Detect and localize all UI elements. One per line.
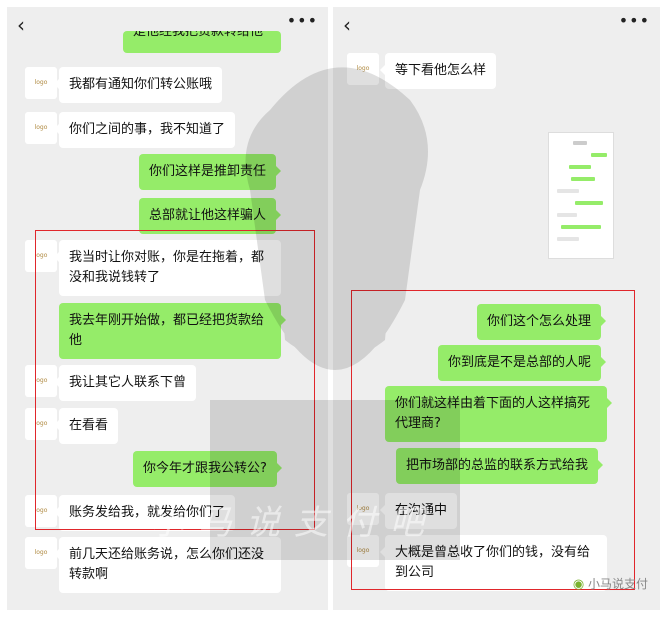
more-options-icon[interactable]: ••• <box>618 11 650 30</box>
chat-panel-right: ‹ ••• logo 等下看他怎么样 你们这个怎么处理 你到底是不是总部的人呢 … <box>333 7 660 610</box>
avatar[interactable]: logo <box>25 240 57 272</box>
wechat-icon: ◉ <box>572 577 585 592</box>
chat-header: ‹ ••• <box>333 7 660 45</box>
avatar[interactable]: logo <box>25 67 57 99</box>
message-bubble-incoming[interactable]: 前几天还给账务说，怎么你们还没转款啊 <box>54 537 281 593</box>
message-bubble-outgoing[interactable]: 总部就让他这样骗人 <box>139 198 282 234</box>
avatar[interactable]: logo <box>25 112 57 144</box>
message-bubble-incoming[interactable]: 大概是曾总收了你们的钱，没有给到公司 <box>380 535 607 591</box>
message-bubble-outgoing[interactable]: 你们这样是推卸责任 <box>139 154 282 190</box>
message-bubble-incoming[interactable]: 我都有通知你们转公账哦 <box>53 67 223 103</box>
message-bubble-outgoing[interactable]: 把市场部的总监的联系方式给我 <box>396 448 604 484</box>
avatar[interactable]: logo <box>25 495 57 527</box>
message-bubble-incoming[interactable]: 我当时让你对账，你是在拖着，都没和我说钱转了 <box>54 240 281 296</box>
image-thumbnail[interactable] <box>548 132 614 259</box>
avatar[interactable]: logo <box>25 537 57 569</box>
avatar[interactable]: logo <box>347 53 379 85</box>
brand-watermark: ◉ 小马说支付 <box>572 577 648 592</box>
back-icon[interactable]: ‹ <box>343 13 351 37</box>
message-bubble-outgoing[interactable]: 你们这个怎么处理 <box>477 304 607 340</box>
message-bubble-outgoing[interactable]: 你到底是不是总部的人呢 <box>438 345 607 381</box>
back-icon[interactable]: ‹ <box>17 13 25 37</box>
message-bubble-incoming[interactable]: 你们之间的事，我不知道了 <box>53 112 236 148</box>
message-bubble-incoming[interactable]: 在看看 <box>53 408 119 444</box>
chat-header: ‹ ••• <box>7 7 328 45</box>
chat-panel-left: ‹ ••• 是他经我把贷款转给他 logo 我都有通知你们转公账哦 logo 你… <box>7 7 328 610</box>
more-options-icon[interactable]: ••• <box>286 11 318 30</box>
message-bubble-incoming[interactable]: 在沟通中 <box>379 493 458 529</box>
message-bubble-outgoing[interactable]: 我去年刚开始做，都已经把货款给他 <box>59 303 286 359</box>
message-bubble-incoming[interactable]: 账务发给我，就发给你们了 <box>53 495 236 531</box>
avatar[interactable]: logo <box>25 365 57 397</box>
message-bubble-incoming[interactable]: 等下看他怎么样 <box>379 53 497 89</box>
avatar[interactable]: logo <box>347 493 379 525</box>
message-bubble-outgoing[interactable]: 是他经我把贷款转给他 <box>123 31 281 53</box>
message-bubble-outgoing[interactable]: 你今年才跟我公转公? <box>133 451 282 487</box>
avatar[interactable]: logo <box>25 408 57 440</box>
message-bubble-incoming[interactable]: 我让其它人联系下曾 <box>53 365 197 401</box>
message-bubble-outgoing[interactable]: 你们就这样由着下面的人这样搞死代理商? <box>385 386 612 442</box>
avatar[interactable]: logo <box>347 535 379 567</box>
